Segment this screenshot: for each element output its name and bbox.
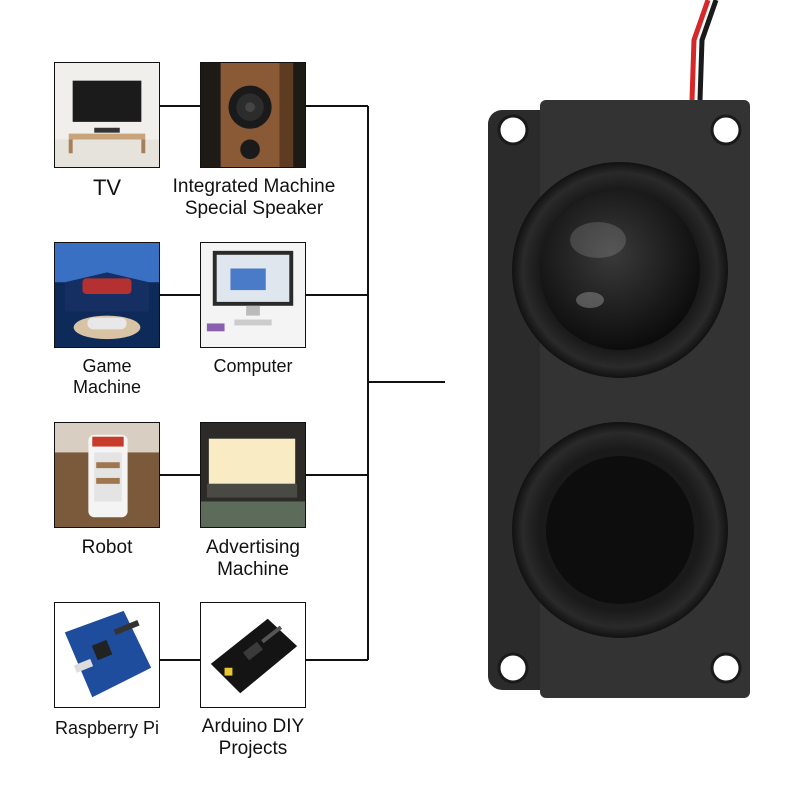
integrated-speaker-image: [200, 62, 306, 168]
raspberry-pi-label: Raspberry Pi: [54, 718, 160, 738]
integrated-speaker-label: Integrated Machine Special Speaker: [172, 176, 336, 219]
robot-image: [54, 422, 160, 528]
tv-label: TV: [92, 175, 122, 200]
raspberry-pi-image: [54, 602, 160, 708]
game-machine-image: [54, 242, 160, 348]
arduino-label: Arduino DIY Projects: [201, 716, 305, 759]
computer-image: [200, 242, 306, 348]
computer-label: Computer: [213, 356, 293, 376]
arduino-image: [200, 602, 306, 708]
game-machine-label: Game Machine: [72, 356, 142, 397]
advertising-machine-image: [200, 422, 306, 528]
tv-image: [54, 62, 160, 168]
robot-label: Robot: [81, 537, 133, 558]
advertising-machine-label: Advertising Machine: [206, 537, 300, 580]
speaker-product-image: [488, 0, 750, 698]
